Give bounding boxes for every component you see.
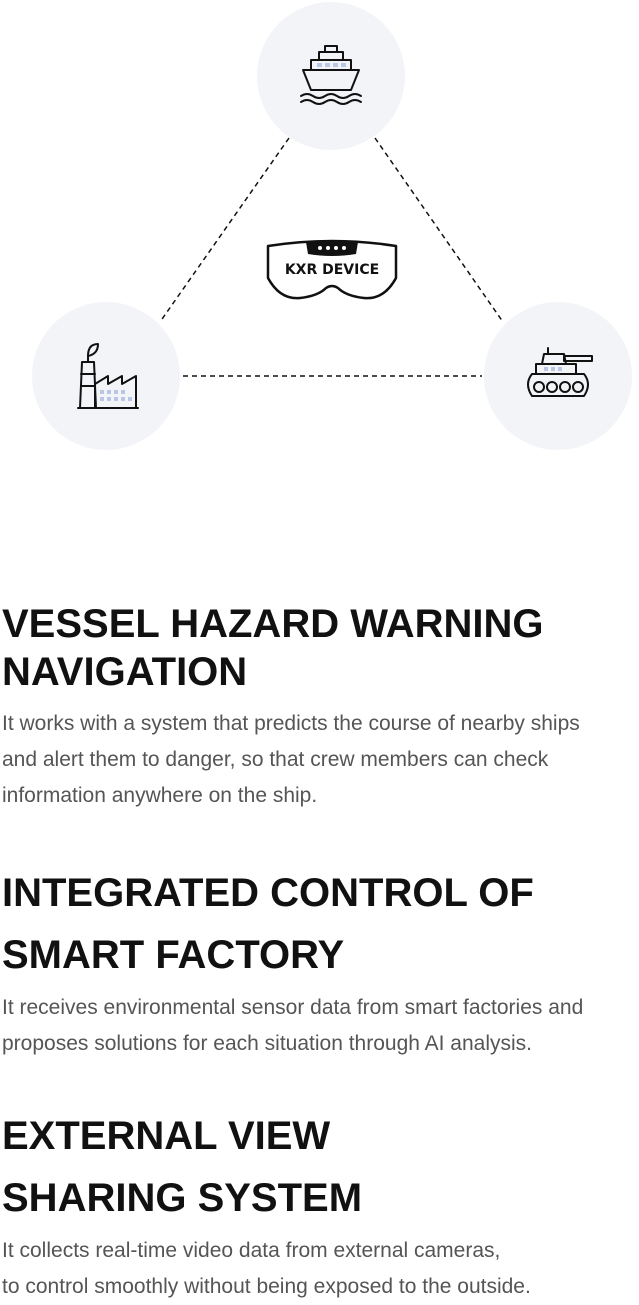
section-title: INTEGRATED CONTROL OF SMART FACTORY [2, 862, 639, 986]
factory-node [32, 302, 180, 450]
title-line: INTEGRATED CONTROL OF [2, 871, 534, 915]
description-line: information anywhere on the ship. [2, 784, 318, 807]
goggles-icon [266, 239, 398, 300]
ship-factory-line [159, 137, 290, 323]
section-description: It receives environmental sensor data fr… [2, 990, 639, 1062]
description-line: to control smoothly without being expose… [2, 1275, 531, 1298]
factory-icon [77, 343, 139, 409]
kxr-device: KXR DEVICE [266, 238, 398, 302]
tank-icon [527, 347, 593, 397]
section-title: EXTERNAL VIEW SHARING SYSTEM [2, 1105, 639, 1229]
description-line: proposes solutions for each situation th… [2, 1032, 532, 1055]
connection-lines [159, 137, 504, 377]
ship-node [257, 2, 405, 150]
title-line: SHARING SYSTEM [2, 1176, 363, 1220]
section-description: It collects real-time video data from ex… [2, 1233, 639, 1305]
ship-tank-line [374, 137, 504, 323]
title-line: VESSEL HAZARD WARNING [2, 602, 544, 646]
section-vessel-hazard: VESSEL HAZARD WARNING NAVIGATION It work… [2, 600, 639, 814]
description-line: It receives environmental sensor data fr… [2, 996, 584, 1019]
description-line: It collects real-time video data from ex… [2, 1239, 501, 1262]
section-title: VESSEL HAZARD WARNING NAVIGATION [2, 600, 639, 696]
device-diagram: KXR DEVICE [0, 0, 639, 470]
section-description: It works with a system that predicts the… [2, 706, 639, 814]
title-line: NAVIGATION [2, 650, 248, 694]
section-smart-factory: INTEGRATED CONTROL OF SMART FACTORY It r… [2, 862, 639, 1062]
description-line: It works with a system that predicts the… [2, 712, 580, 735]
ship-icon [300, 45, 362, 105]
section-external-view: EXTERNAL VIEW SHARING SYSTEM It collects… [2, 1105, 639, 1305]
title-line: EXTERNAL VIEW [2, 1114, 331, 1158]
title-line: SMART FACTORY [2, 933, 345, 977]
description-line: and alert them to danger, so that crew m… [2, 748, 549, 771]
device-label: KXR DEVICE [284, 262, 380, 278]
tank-node [484, 302, 632, 450]
